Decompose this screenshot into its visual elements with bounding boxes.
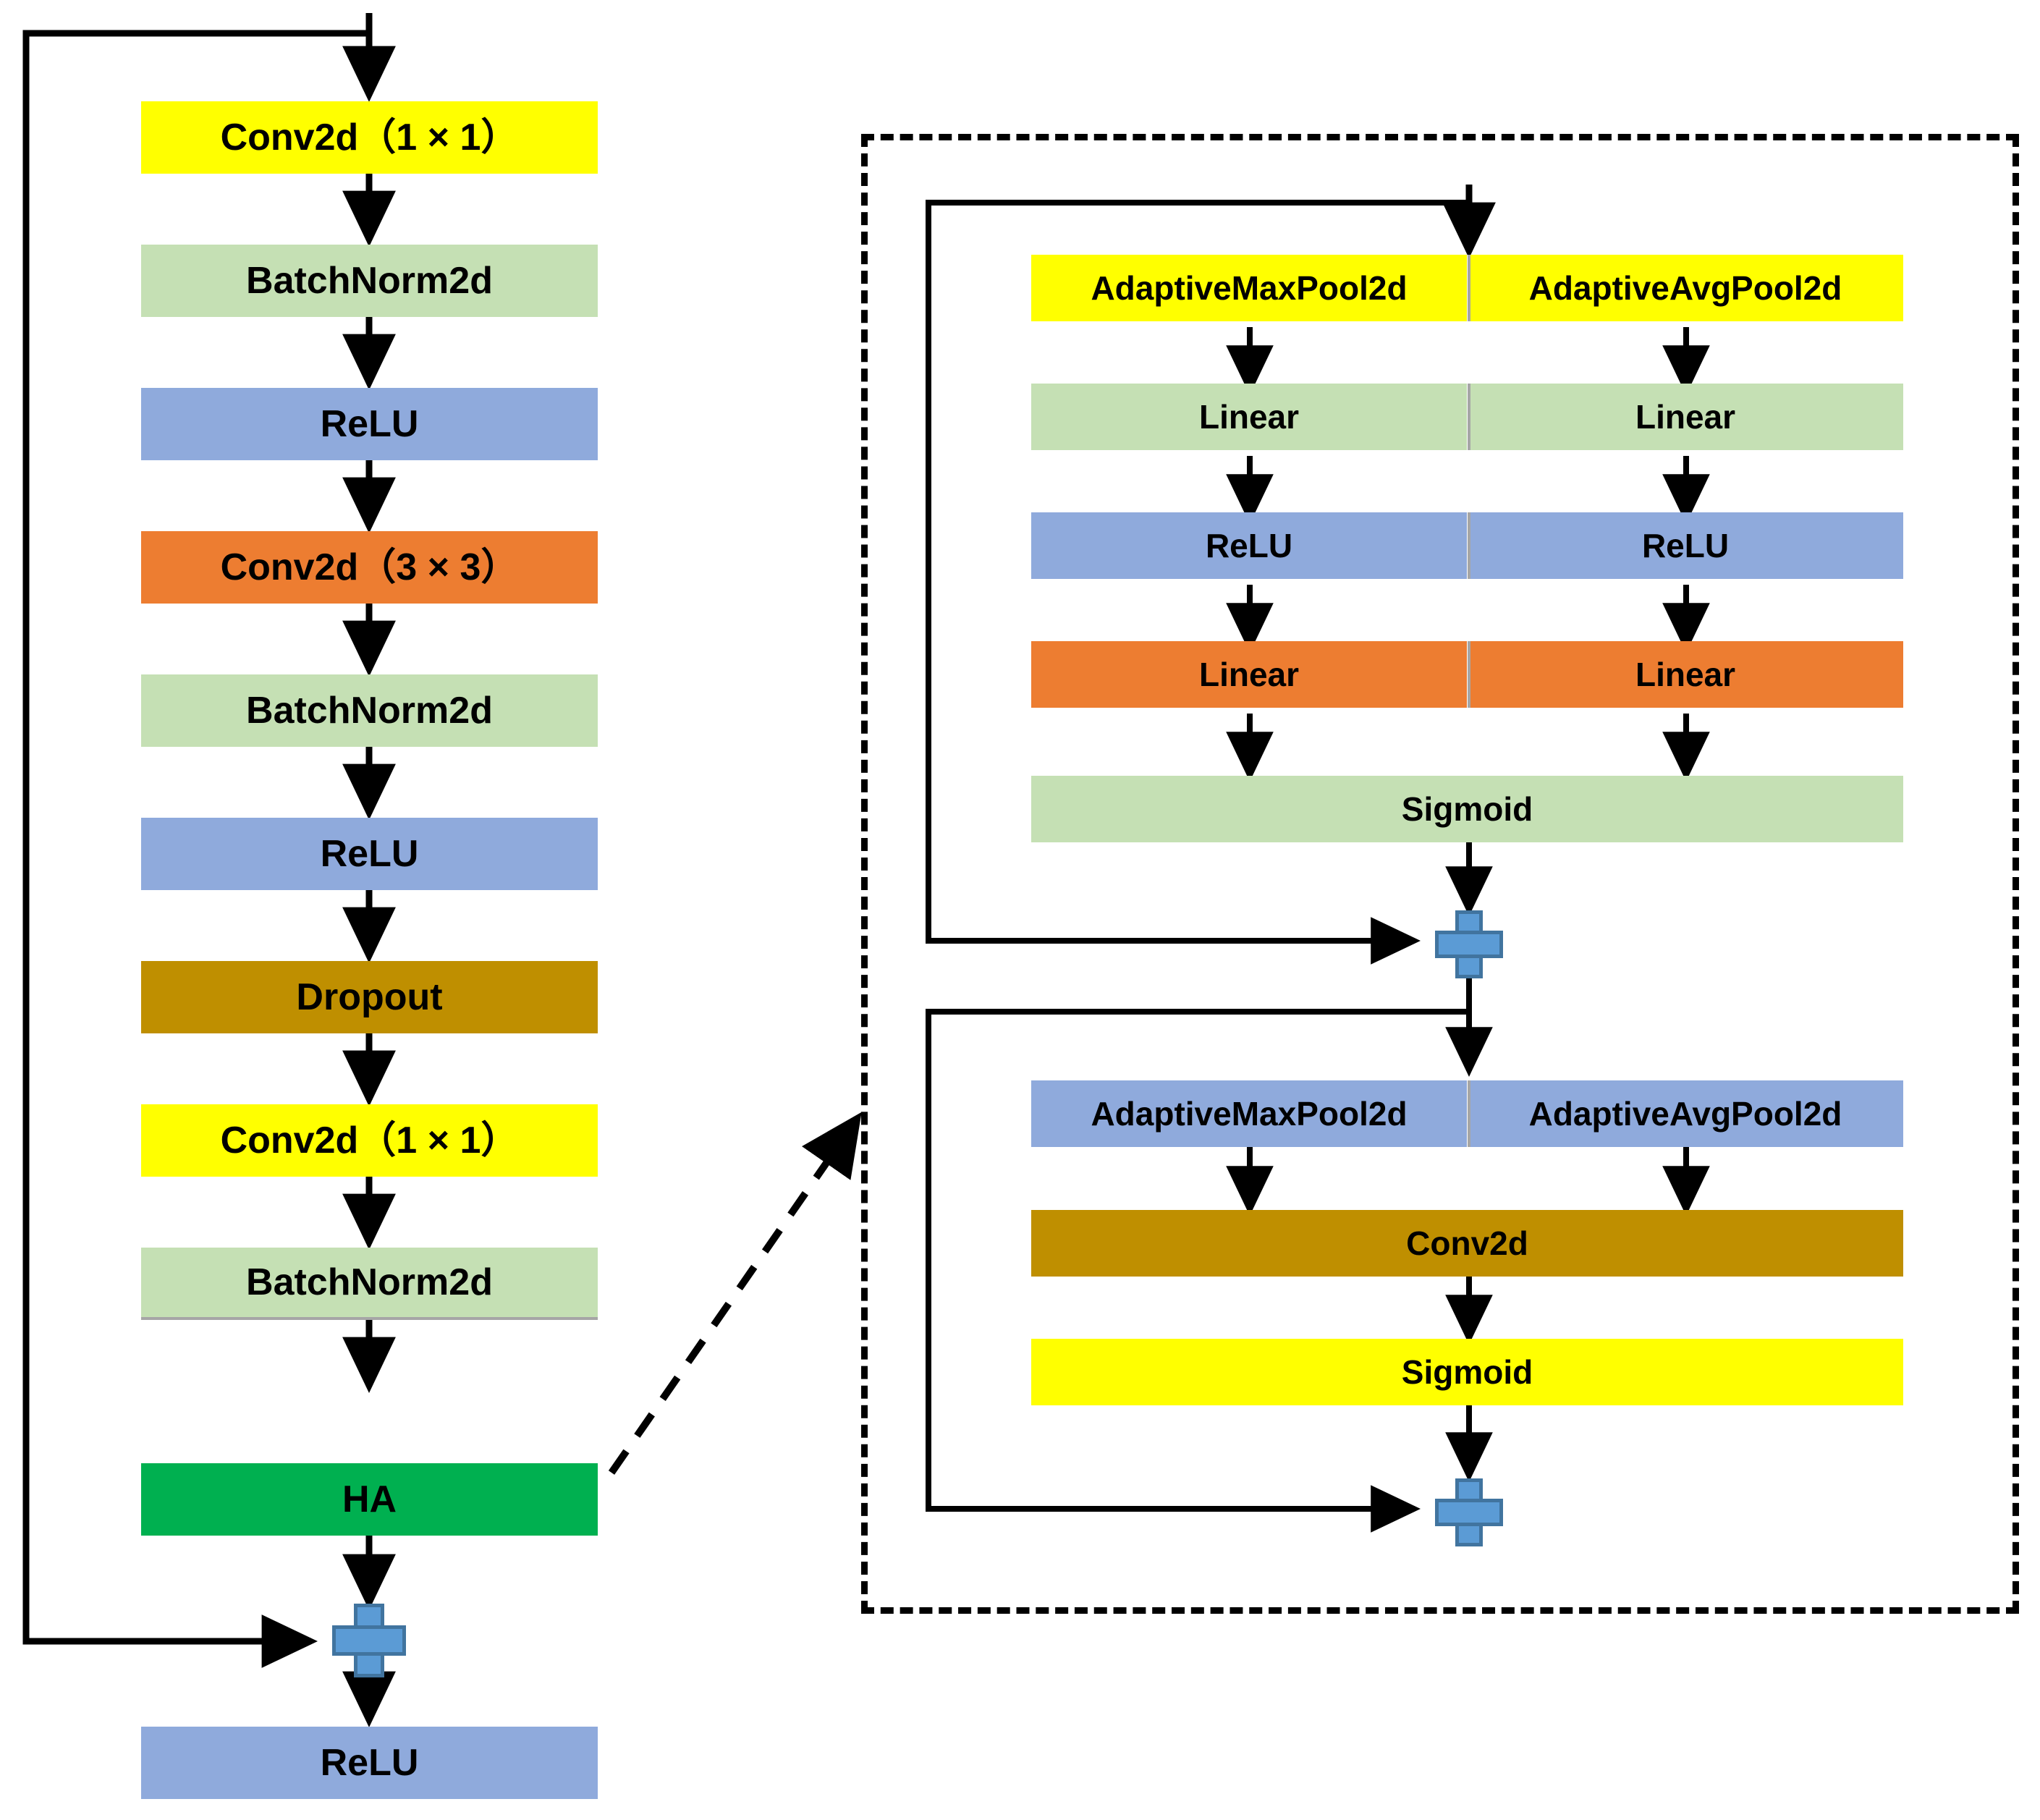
row-seam xyxy=(1468,512,1470,579)
ca-relu-right: ReLU xyxy=(1468,512,1903,579)
row-seam xyxy=(1468,384,1470,450)
sa-adaptive-avgpool2d: AdaptiveAvgPool2d xyxy=(1468,1080,1903,1147)
row-seam xyxy=(1468,255,1470,321)
block-batchnorm2d-b: BatchNorm2d xyxy=(141,674,598,747)
block-batchnorm2d-c: BatchNorm2d xyxy=(141,1248,598,1320)
block-label: AdaptiveAvgPool2d xyxy=(1528,269,1842,307)
block-conv2d-3x3: Conv2d（3 × 3） xyxy=(141,531,598,604)
block-label: Conv2d（1 × 1） xyxy=(220,117,519,158)
block-label: BatchNorm2d xyxy=(246,1261,493,1303)
block-label: Conv2d xyxy=(1406,1224,1528,1262)
block-batchnorm2d-a: BatchNorm2d xyxy=(141,245,598,317)
block-label: BatchNorm2d xyxy=(246,690,493,732)
block-label: AdaptiveAvgPool2d xyxy=(1528,1095,1842,1133)
block-conv2d-1x1-a: Conv2d（1 × 1） xyxy=(141,101,598,174)
block-relu-output: ReLU xyxy=(141,1727,598,1799)
ca-linear-1-left: Linear xyxy=(1031,384,1467,450)
block-label: AdaptiveMaxPool2d xyxy=(1091,1095,1408,1133)
block-label: Sigmoid xyxy=(1401,1353,1533,1391)
ca-linear-1-right: Linear xyxy=(1468,384,1903,450)
block-label: Sigmoid xyxy=(1401,790,1533,828)
block-label: Linear xyxy=(1198,398,1300,436)
sa-adaptive-maxpool2d: AdaptiveMaxPool2d xyxy=(1031,1080,1467,1147)
block-label: BatchNorm2d xyxy=(246,260,493,302)
ca-adaptive-avgpool2d: AdaptiveAvgPool2d xyxy=(1468,255,1903,321)
ca-relu-left: ReLU xyxy=(1031,512,1467,579)
ca-sigmoid: Sigmoid xyxy=(1031,776,1903,842)
block-label: Dropout xyxy=(296,976,443,1018)
block-label: ReLU xyxy=(320,1742,419,1784)
block-dropout: Dropout xyxy=(141,961,598,1033)
ca-linear-2-right: Linear xyxy=(1468,641,1903,708)
ca-linear-2-left: Linear xyxy=(1031,641,1467,708)
block-label: ReLU xyxy=(1641,527,1730,564)
sa-conv2d: Conv2d xyxy=(1031,1210,1903,1277)
block-label: ReLU xyxy=(320,403,419,445)
block-relu-b: ReLU xyxy=(141,818,598,890)
row-seam xyxy=(1468,641,1470,708)
block-label: ReLU xyxy=(1205,527,1293,564)
block-label: Conv2d（1 × 1） xyxy=(220,1119,519,1161)
block-label: HA xyxy=(342,1478,397,1520)
block-conv2d-1x1-b: Conv2d（1 × 1） xyxy=(141,1104,598,1177)
block-label: Linear xyxy=(1635,398,1736,436)
block-label: AdaptiveMaxPool2d xyxy=(1091,269,1408,307)
block-relu-a: ReLU xyxy=(141,388,598,460)
ha-module-panel xyxy=(861,134,2019,1614)
row-seam xyxy=(1468,1080,1470,1147)
block-label: ReLU xyxy=(320,833,419,875)
block-label: Conv2d（3 × 3） xyxy=(220,546,519,588)
ca-adaptive-maxpool2d: AdaptiveMaxPool2d xyxy=(1031,255,1467,321)
sa-sigmoid: Sigmoid xyxy=(1031,1339,1903,1405)
block-label: Linear xyxy=(1198,656,1300,693)
block-ha[interactable]: HA xyxy=(141,1463,598,1536)
block-label: Linear xyxy=(1635,656,1736,693)
